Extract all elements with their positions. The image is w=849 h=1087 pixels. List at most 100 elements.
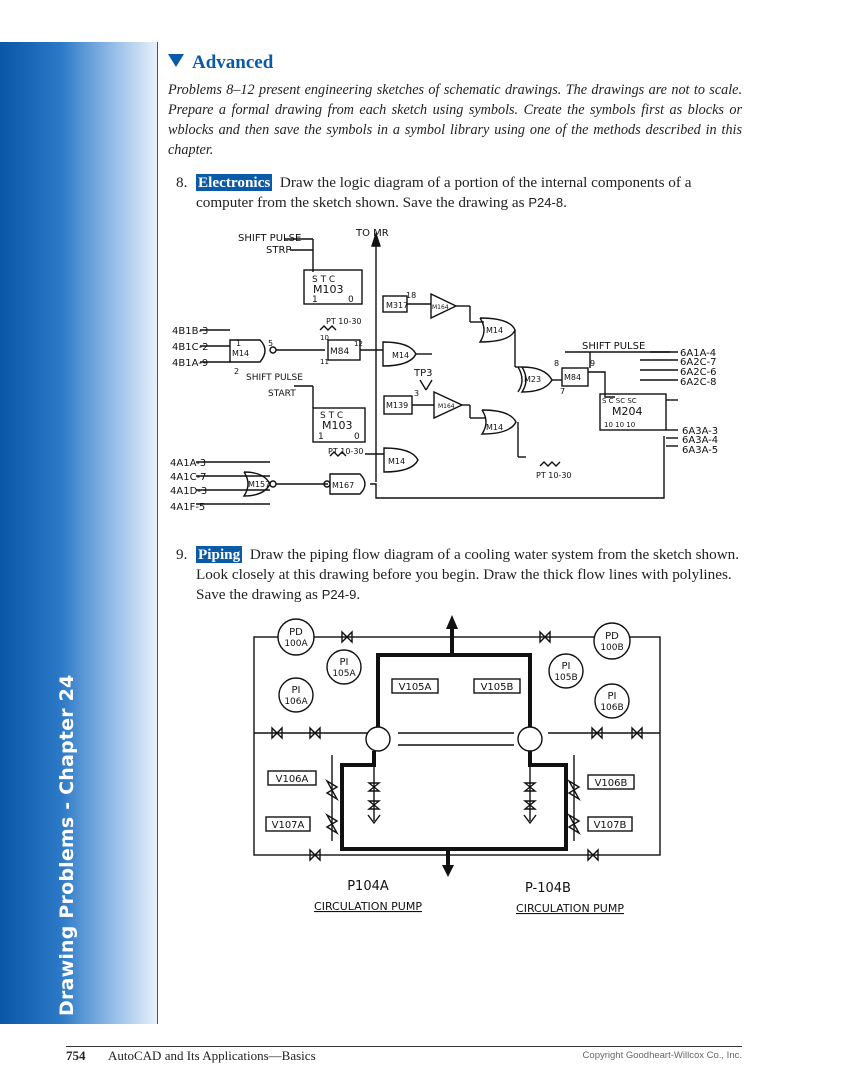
label-m84-b: M84 bbox=[564, 373, 581, 382]
label-6a3a3: 6A3A-3 bbox=[682, 426, 718, 437]
circ-pump-b-label: CIRCULATION PUMP bbox=[516, 902, 624, 915]
chapter-sidebar bbox=[0, 42, 158, 1024]
pin-7: 7 bbox=[560, 387, 565, 396]
label-m157: M157 bbox=[248, 480, 270, 489]
problem-9: 9. Piping Draw the piping flow diagram o… bbox=[176, 545, 746, 603]
pin-11: 11 bbox=[320, 358, 329, 366]
pi105a-line1: PI bbox=[340, 657, 349, 668]
label-4a1f5: 4A1F-5 bbox=[170, 502, 205, 513]
label-6a2c6: 6A2C-6 bbox=[680, 367, 717, 378]
label-shift-pulse-start: SHIFT PULSE bbox=[246, 373, 303, 383]
pi106a-line2: 106A bbox=[284, 697, 308, 707]
pin-1: 1 bbox=[236, 339, 241, 348]
pd100b-line1: PD bbox=[605, 631, 619, 642]
v107b-label: V107B bbox=[594, 820, 627, 831]
v106b-label: V106B bbox=[595, 778, 628, 789]
label-m23: M23 bbox=[524, 375, 541, 384]
label-m164-a: M164 bbox=[432, 304, 449, 311]
topic-tag: Electronics bbox=[196, 174, 273, 191]
label-m317: M317 bbox=[386, 301, 408, 310]
pin-9: 9 bbox=[590, 359, 595, 368]
label-stc-bottom: S T C bbox=[320, 411, 343, 421]
label-4a1c7: 4A1C-7 bbox=[170, 472, 207, 483]
pump-b-label: P-104B bbox=[525, 881, 571, 896]
page-number: 754 bbox=[66, 1048, 86, 1063]
label-m167: M167 bbox=[332, 481, 354, 490]
pd100a-line1: PD bbox=[289, 627, 303, 638]
file-name: P24-9 bbox=[321, 587, 357, 602]
label-m14-b: M14 bbox=[486, 326, 503, 335]
piping-diagram-figure: PD 100A PD 100B PI 105A PI 106A PI 105B … bbox=[253, 615, 661, 915]
v106a-label: V106A bbox=[276, 774, 309, 785]
book-title: AutoCAD and Its Applications—Basics bbox=[108, 1048, 316, 1063]
label-4b1b3: 4B1B-3 bbox=[172, 326, 208, 337]
label-6a2c7: 6A2C-7 bbox=[680, 357, 717, 368]
label-m103-bottom: M103 bbox=[322, 419, 353, 432]
label-m14-a: M14 bbox=[232, 349, 249, 358]
file-name: P24-8 bbox=[528, 195, 564, 210]
pi105b-line2: 105B bbox=[554, 673, 577, 683]
label-m14-d: M14 bbox=[486, 423, 503, 432]
section-title: Advanced bbox=[192, 52, 274, 73]
copyright-notice: Copyright Goodheart-Willcox Co., Inc. bbox=[582, 1050, 742, 1061]
label-one-bottom: 1 bbox=[318, 432, 324, 442]
v105b-label: V105B bbox=[481, 682, 514, 693]
label-6a1a4: 6A1A-4 bbox=[680, 348, 716, 359]
label-shift-pulse: SHIFT PULSE bbox=[238, 233, 301, 244]
label-4b1a9: 4B1A-9 bbox=[172, 358, 208, 369]
pin-2: 2 bbox=[234, 367, 239, 376]
label-stc-top: S T C bbox=[312, 275, 335, 285]
v105a-label: V105A bbox=[399, 682, 432, 693]
label-m14-e: M14 bbox=[388, 457, 405, 466]
problem-number: 8. bbox=[176, 174, 188, 191]
label-tp3: TP3 bbox=[413, 368, 433, 379]
label-zero-bottom: 0 bbox=[354, 432, 360, 442]
label-m84-a: M84 bbox=[330, 347, 349, 357]
problem-number: 9. bbox=[176, 546, 188, 563]
label-to-mr: TO MR bbox=[355, 228, 389, 239]
pi105a-line2: 105A bbox=[332, 669, 356, 679]
sidebar-edge bbox=[157, 42, 158, 1024]
label-6a3a4: 6A3A-4 bbox=[682, 435, 718, 446]
intro-paragraph: Problems 8–12 present engineering sketch… bbox=[168, 82, 742, 158]
section-heading: Advanced bbox=[168, 52, 273, 74]
pump-a-label: P104A bbox=[347, 879, 389, 894]
label-start: START bbox=[268, 389, 296, 399]
circ-pump-a-label: CIRCULATION PUMP bbox=[314, 900, 422, 913]
pin-18: 18 bbox=[406, 291, 416, 300]
pi106b-line1: PI bbox=[608, 691, 617, 702]
label-pt1030-b: PT 10-30 bbox=[328, 447, 364, 456]
sidebar-chapter-label: Drawing Problems - Chapter 24 bbox=[56, 674, 78, 1016]
problem-text: Draw the piping flow diagram of a coolin… bbox=[196, 546, 740, 603]
pi106a-line1: PI bbox=[292, 685, 301, 696]
pin-3: 3 bbox=[414, 389, 419, 398]
label-4a1a3: 4A1A-3 bbox=[170, 458, 206, 469]
label-strp: STRP bbox=[266, 245, 291, 256]
label-m103-top: M103 bbox=[313, 283, 344, 296]
footer-rule bbox=[66, 1046, 742, 1047]
label-4a1d3: 4A1D-3 bbox=[170, 486, 207, 497]
problem-text: Draw the logic diagram of a portion of t… bbox=[196, 174, 692, 211]
problem-body: Electronics Draw the logic diagram of a … bbox=[196, 173, 746, 213]
label-m139: M139 bbox=[386, 401, 408, 410]
label-zero-top: 0 bbox=[348, 295, 354, 305]
pi105b-line1: PI bbox=[562, 661, 571, 672]
pd100a-line2: 100A bbox=[284, 639, 308, 649]
label-sc-row: S C SC SC bbox=[602, 397, 637, 405]
problem-8: 8. Electronics Draw the logic diagram of… bbox=[176, 173, 746, 211]
pi106b-line2: 106B bbox=[600, 703, 623, 713]
problem-text-end: . bbox=[563, 194, 567, 211]
label-one-top: 1 bbox=[312, 295, 318, 305]
label-m204: M204 bbox=[612, 405, 643, 418]
pin-5: 5 bbox=[268, 339, 273, 348]
label-pt1030-c: PT 10-30 bbox=[536, 471, 572, 480]
label-pt1030-a: PT 10-30 bbox=[326, 317, 362, 326]
pd100b-line2: 100B bbox=[600, 643, 623, 653]
pin-12: 12 bbox=[354, 340, 363, 348]
pin-8: 8 bbox=[554, 359, 559, 368]
pin-10: 10 bbox=[320, 334, 329, 342]
topic-tag: Piping bbox=[196, 546, 243, 563]
label-shift-pulse-right: SHIFT PULSE bbox=[582, 341, 645, 352]
v107a-label: V107A bbox=[272, 820, 305, 831]
label-4b1c2: 4B1C-2 bbox=[172, 342, 209, 353]
